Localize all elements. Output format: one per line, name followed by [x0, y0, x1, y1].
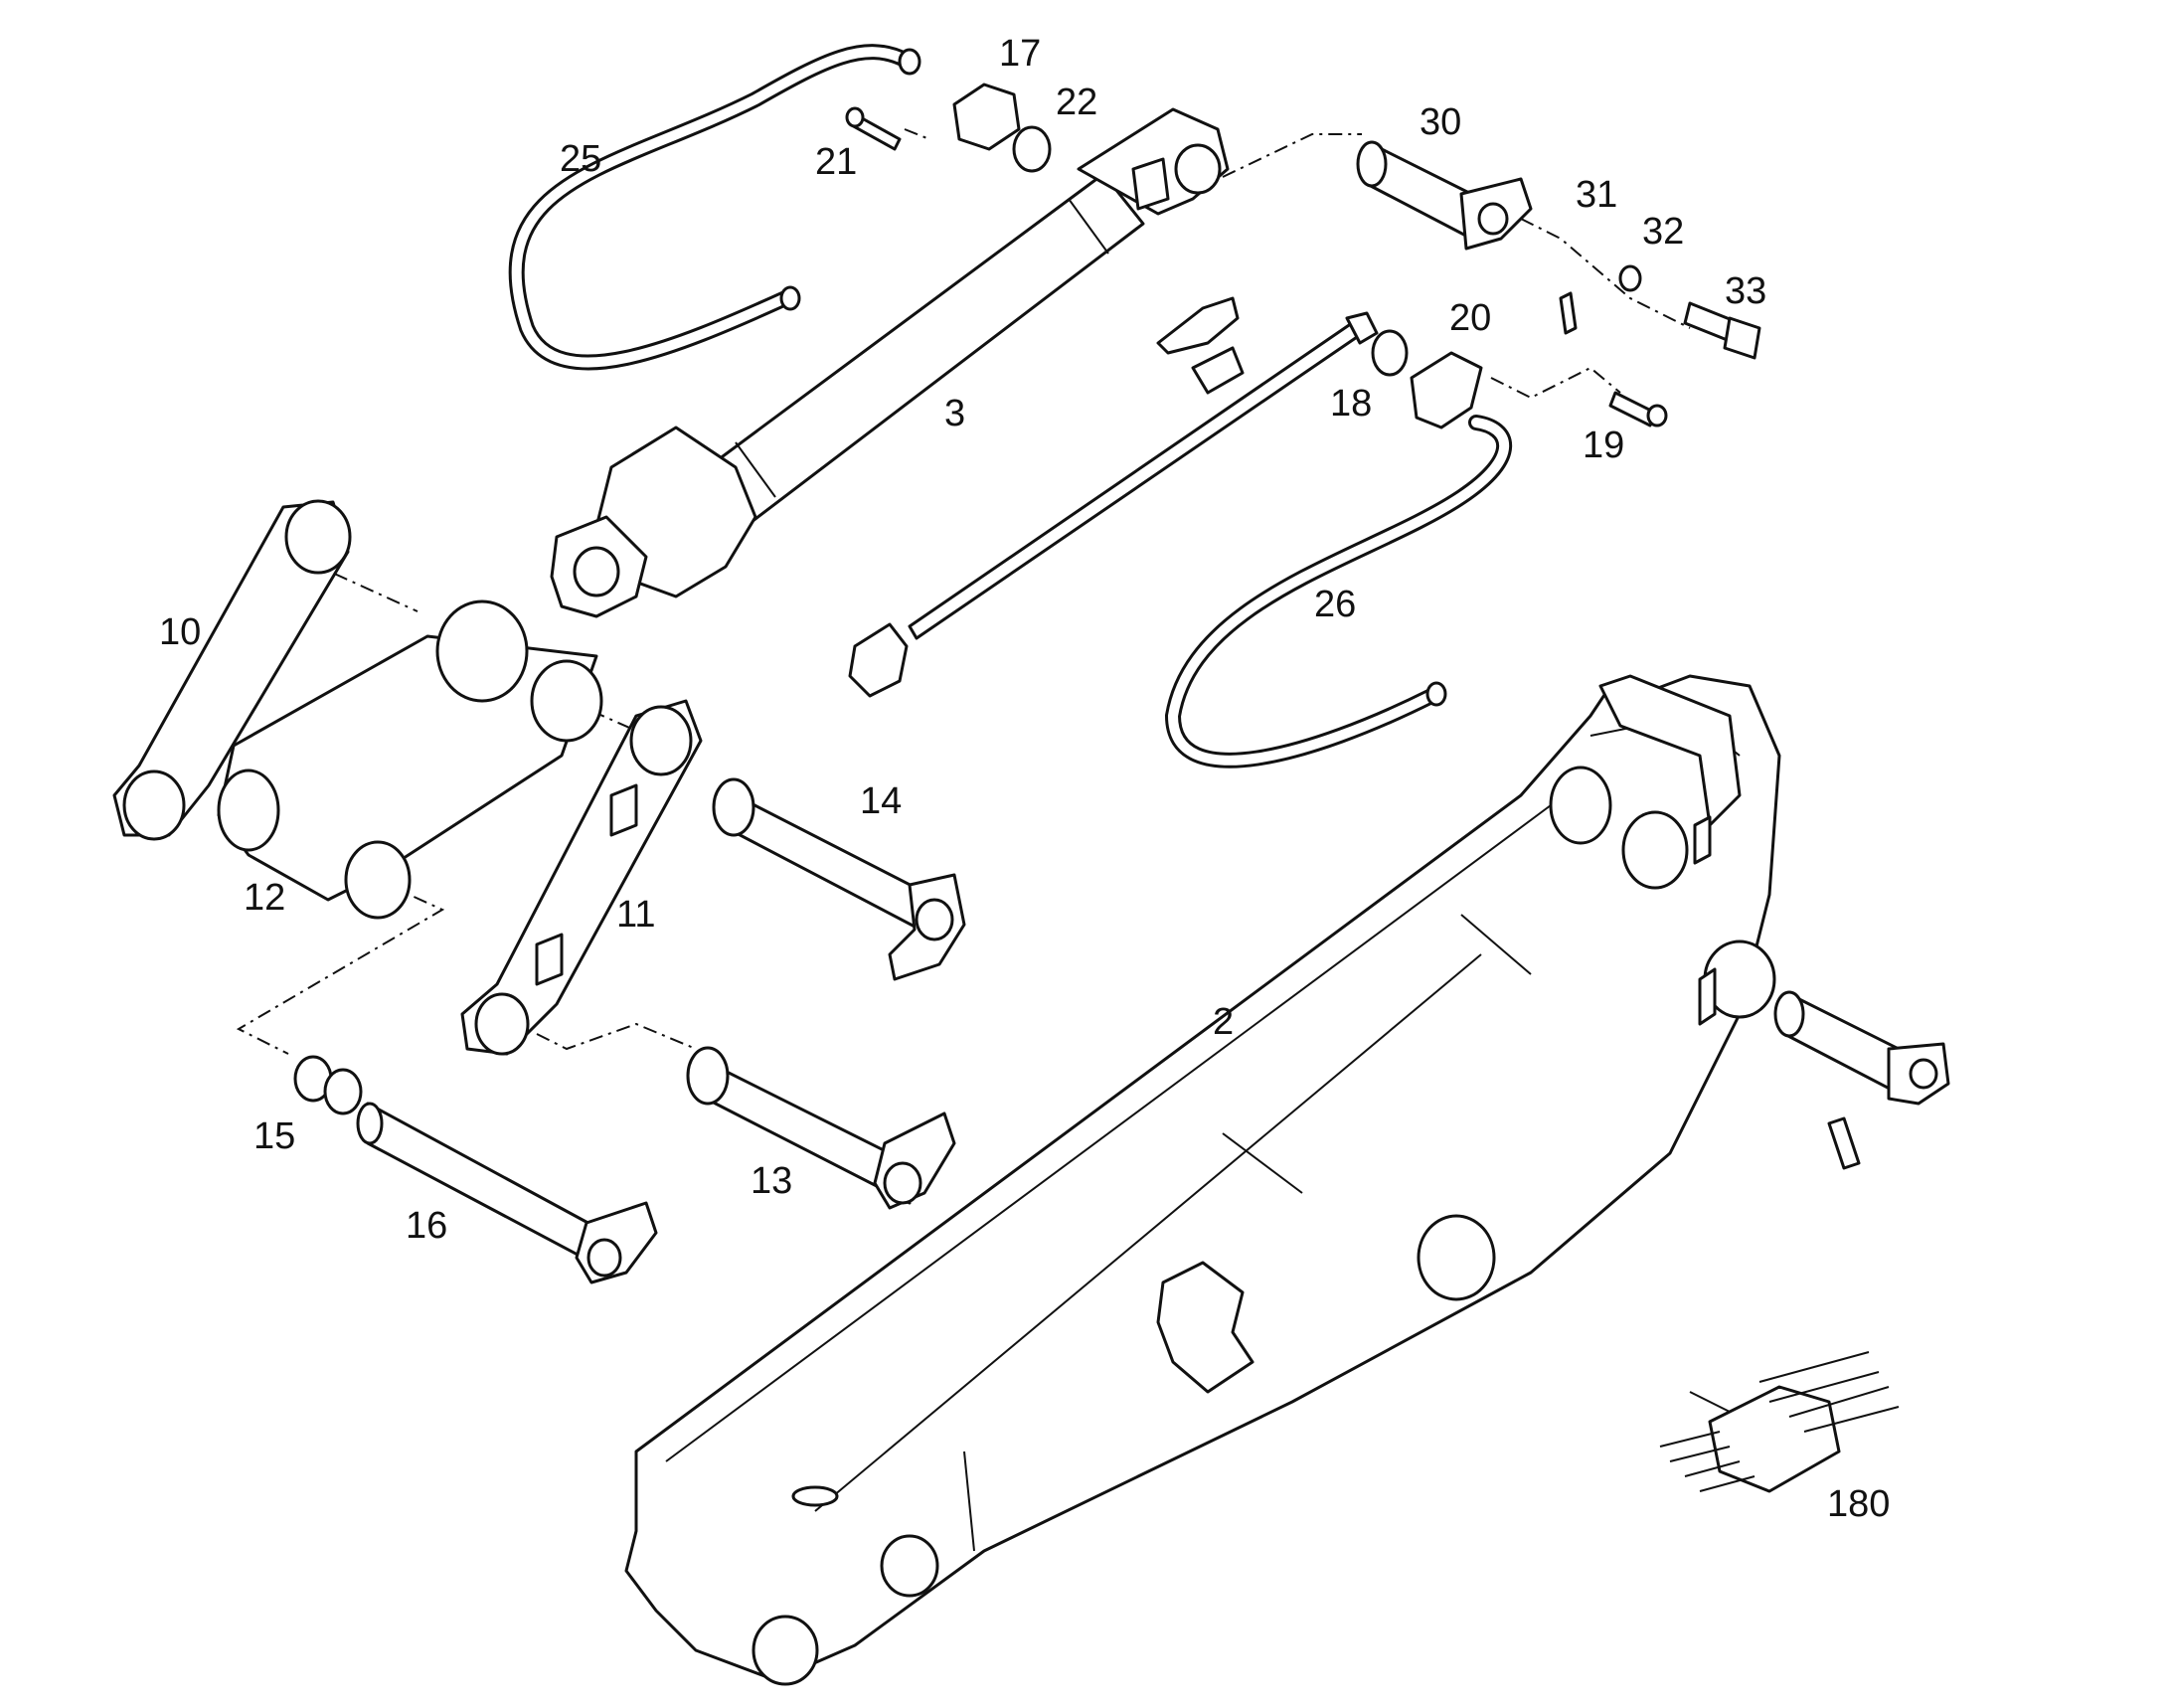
- tube-harness: [848, 311, 1379, 698]
- brackets: [1156, 296, 1245, 395]
- pin-16: [356, 1102, 658, 1284]
- label-link-left: 10: [159, 611, 201, 653]
- label-washer-32: 32: [1642, 211, 1684, 253]
- label-cylinder: 3: [944, 393, 965, 434]
- link-left: [112, 499, 352, 841]
- label-pin-16: 16: [406, 1205, 447, 1247]
- label-flange-20: 20: [1449, 297, 1491, 339]
- fittings: [845, 83, 1761, 429]
- label-rocker: 12: [244, 877, 285, 919]
- label-seal-rings: 15: [253, 1115, 295, 1157]
- label-bolt-33: 33: [1725, 270, 1766, 312]
- label-oring-18: 18: [1330, 383, 1372, 425]
- label-hose-25: 25: [560, 138, 601, 180]
- rocker: [217, 599, 603, 920]
- lift-cylinder: [550, 107, 1230, 618]
- pin-13: [686, 1046, 956, 1210]
- label-pin-14: 14: [860, 780, 902, 822]
- label-pin-13: 13: [751, 1160, 792, 1202]
- pin-lower-right: [1773, 990, 1950, 1170]
- label-clip-31: 31: [1576, 174, 1617, 216]
- label-boom: 2: [1213, 1001, 1234, 1043]
- callout-labels: 2 3 10 11 12 13 14 15 16 17 18 19 20 21 …: [159, 33, 1890, 1525]
- label-manifold: 180: [1827, 1483, 1890, 1525]
- pin-30: [1356, 140, 1533, 251]
- label-pin-30: 30: [1420, 101, 1461, 143]
- link-right: [460, 699, 703, 1056]
- label-flange-17: 17: [999, 33, 1041, 75]
- label-hose-26: 26: [1314, 584, 1356, 625]
- boom: [624, 674, 1781, 1686]
- hose-25: [508, 44, 921, 371]
- label-screw-21: 21: [815, 141, 857, 183]
- manifold: [1659, 1351, 1900, 1493]
- label-screw-19: 19: [1583, 425, 1624, 466]
- label-link-right: 11: [616, 894, 655, 936]
- hose-26: [1164, 415, 1513, 769]
- label-oring-22: 22: [1056, 82, 1097, 123]
- seal-rings: [293, 1055, 363, 1115]
- pin-14: [712, 777, 966, 981]
